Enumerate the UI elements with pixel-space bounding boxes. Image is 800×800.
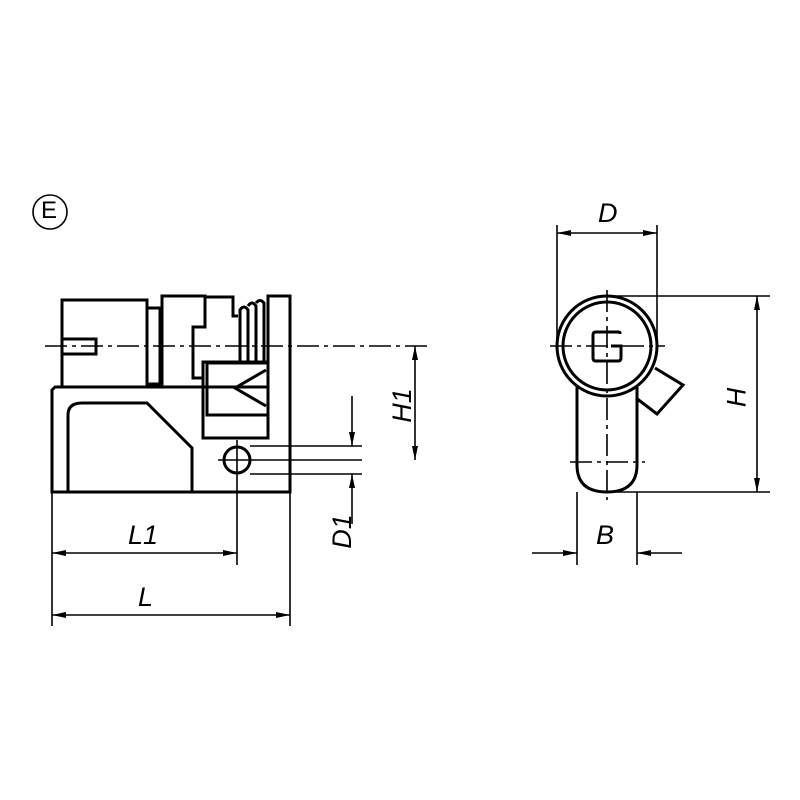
label-d1: D1 [326,514,357,549]
key-symbol [591,330,623,363]
label-h1: H1 [386,388,417,423]
body-spring-housing [205,295,238,318]
latch-inner-box [205,361,270,417]
spring-icon [238,299,266,362]
body-inner-recess [66,401,194,492]
label-b: B [596,520,615,550]
label-d: D [598,198,618,228]
label-l1: L1 [128,520,159,550]
body-lower [50,294,292,494]
label-l: L [138,582,154,612]
latch-triangle [232,368,267,408]
end-view [532,225,770,565]
variant-marker-circle [32,194,68,230]
label-h: H [721,387,752,408]
body-upper-left [60,298,162,387]
variant-marker-label: E [41,197,58,224]
body-middle-block [160,294,207,406]
side-view [45,294,430,626]
tab [635,366,686,417]
